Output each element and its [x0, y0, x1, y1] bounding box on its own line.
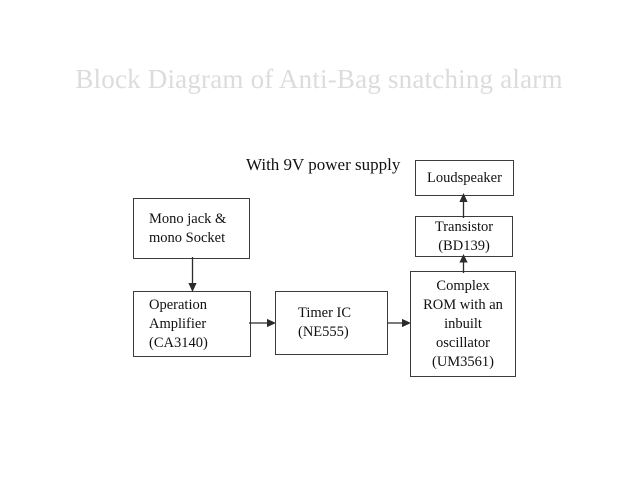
block-complex-rom-line-5: (UM3561) [431, 353, 495, 370]
block-complex-rom-line-1: Complex [436, 277, 490, 294]
block-operation-amplifier-line-2: Amplifier [149, 315, 207, 332]
page-title: Block Diagram of Anti-Bag snatching alar… [75, 64, 563, 94]
block-loudspeaker-line-1: Loudspeaker [427, 169, 502, 186]
connector-transistor-to-loudspeaker [456, 193, 472, 218]
block-complex-rom-line-3: inbuilt [444, 315, 482, 332]
block-transistor: Transistor (BD139) [415, 216, 513, 257]
block-timer-ic-line-1: Timer IC [298, 305, 352, 321]
block-mono-jack-line-2: mono Socket [149, 229, 226, 246]
block-timer-ic: Timer IC (NE555) [275, 291, 388, 355]
block-complex-rom: Complex ROM with an inbuilt oscillator (… [410, 271, 516, 377]
connector-operation-amplifier-to-timer-ic [249, 315, 277, 331]
block-operation-amplifier-line-1: Operation [149, 296, 207, 313]
connector-mono-jack-to-operation-amplifier [185, 257, 201, 293]
block-mono-jack: Mono jack & mono Socket [133, 198, 250, 259]
block-loudspeaker: Loudspeaker [415, 160, 514, 196]
connector-timer-ic-to-complex-rom [387, 315, 412, 331]
block-complex-rom-line-4: oscillator [436, 334, 490, 351]
block-operation-amplifier-line-3: (CA3140) [149, 334, 208, 351]
power-supply-caption: With 9V power supply [246, 155, 401, 174]
block-operation-amplifier: Operation Amplifier (CA3140) [133, 291, 251, 357]
block-timer-ic-line-2: (NE555) [298, 324, 349, 340]
connector-complex-rom-to-transistor [456, 254, 472, 273]
block-complex-rom-line-2: ROM with an [423, 296, 503, 313]
block-transistor-line-2: (BD139) [438, 237, 490, 254]
block-mono-jack-line-1: Mono jack & [149, 210, 227, 227]
block-transistor-line-1: Transistor [434, 218, 494, 235]
